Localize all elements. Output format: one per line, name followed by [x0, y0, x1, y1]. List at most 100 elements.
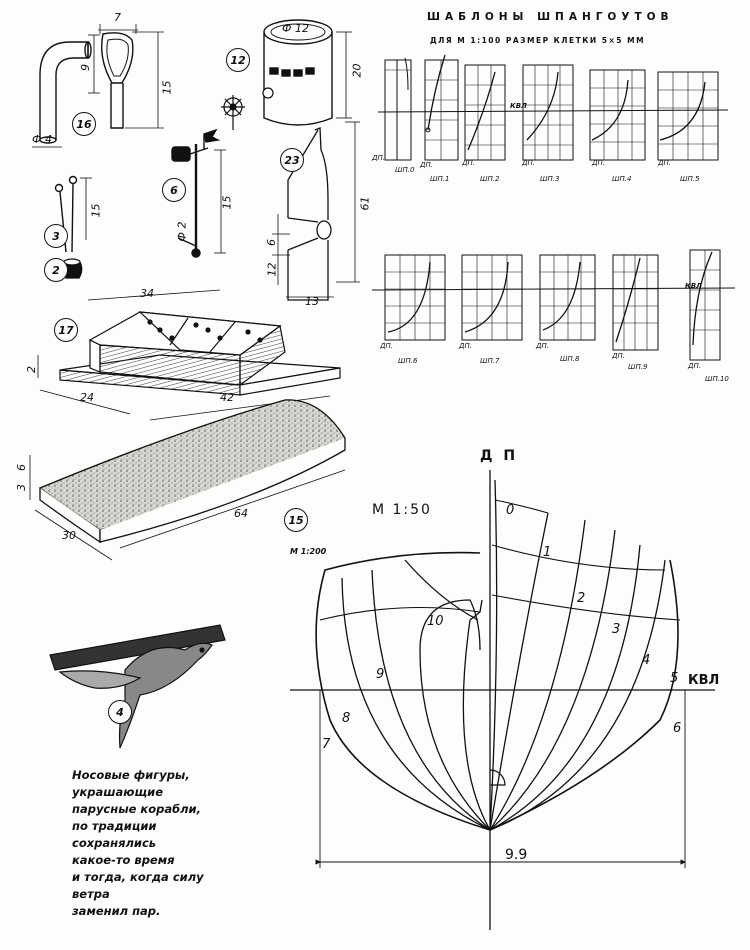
dp-label: ДП. [658, 159, 671, 167]
frame-label-1: ШП.1 [430, 175, 450, 183]
station-7: 7 [322, 737, 331, 752]
dim-p6-dia: Ф 2 [175, 221, 189, 242]
part-number-6: 6 [162, 178, 186, 202]
frame-shp2 [464, 64, 506, 161]
scale-note-200: М 1:200 [290, 547, 327, 556]
part-16-elbow [32, 41, 92, 148]
station-5: 5 [670, 671, 679, 686]
dim-p12-h: 20 [350, 63, 364, 78]
caption-line: парусные корабли, [72, 802, 201, 816]
dp-label: ДП. [459, 342, 472, 350]
station-3: 3 [612, 622, 621, 637]
part-number-3: 3 [44, 224, 68, 248]
dp-label: ДП. [380, 342, 393, 350]
dim-p15-d: 30 [62, 529, 76, 542]
frame-label-3: ШП.3 [540, 175, 560, 183]
dim-p16-dia: Ф 4 [32, 133, 52, 146]
dim-p3-len: 15 [89, 203, 103, 218]
dim-p23-h2: 6 [265, 239, 278, 246]
station-8: 8 [342, 711, 351, 726]
frame-label-2: ШП.2 [480, 175, 500, 183]
part-3-levers [54, 175, 92, 253]
dim-p6-h: 15 [220, 195, 234, 210]
templates-title: ШАБЛОНЫ ШПАНГОУТОВ [427, 11, 674, 23]
body-plan-width: 9.9 [505, 847, 528, 863]
dp-label: ДП. [612, 352, 625, 360]
part-23-bracket [272, 121, 360, 301]
part-16-vent-cowl [88, 24, 164, 129]
part-12-wheel [221, 87, 274, 130]
frame-shp5 [657, 71, 719, 161]
frame-label-10: ШП.10 [705, 375, 729, 383]
body-plan-dp: Д П [480, 448, 519, 464]
templates-subtitle: ДЛЯ М 1:100 РАЗМЕР КЛЕТКИ 5×5 ММ [430, 36, 646, 45]
dim-p16-h1: 9 [79, 64, 92, 71]
frame-shp9 [612, 254, 659, 351]
part-12-drum [263, 19, 352, 126]
part-number-16: 16 [72, 112, 96, 136]
caption-line: Носовые фигуры, [72, 768, 190, 782]
part-number-15: 15 [284, 508, 308, 532]
station-6: 6 [673, 721, 682, 736]
dim-p16-h2: 15 [160, 80, 174, 95]
frame-shp0 [384, 57, 412, 161]
dp-label: ДП. [592, 159, 605, 167]
caption-line: сохранялись [72, 836, 157, 850]
dim-p17-w: 34 [140, 287, 154, 300]
kvl-label-row2: КВЛ [685, 282, 702, 290]
frame-label-4: ШП.4 [612, 175, 632, 183]
frame-label-0: ШП.0 [395, 166, 415, 174]
frame-shp4 [589, 69, 646, 161]
dp-label: ДП. [522, 159, 535, 167]
dim-p15-l: 64 [234, 507, 248, 520]
dim-p17-d: 24 [80, 391, 94, 404]
figurehead-caption: Носовые фигуры, украшающие парусные кора… [72, 767, 247, 920]
station-2: 2 [577, 591, 586, 606]
caption-line: и тогда, когда силу [72, 870, 204, 884]
frame-label-8: ШП.8 [560, 355, 580, 363]
dim-p23-h3: 12 [265, 262, 279, 277]
dim-p23-h1: 61 [358, 196, 372, 211]
part-4-figurehead [49, 624, 226, 749]
station-1: 1 [543, 545, 552, 560]
dp-label: ДП. [420, 161, 433, 169]
kvl-label-top: КВЛ [510, 102, 527, 110]
caption-line: украшающие [72, 785, 164, 799]
dp-label: ДП. [372, 154, 385, 162]
frame-shp7 [461, 254, 523, 341]
body-plan-scale: М 1:50 [372, 502, 432, 518]
dim-p15-h1: 6 [15, 464, 28, 471]
dim-p12-dia: Ф 12 [282, 22, 309, 35]
dp-label: ДП. [688, 362, 701, 370]
part-17-skylight [37, 289, 341, 421]
caption-line: по традиции [72, 819, 157, 833]
dim-p15-h2: 3 [15, 484, 28, 491]
dim-p17-h: 2 [25, 366, 38, 373]
caption-line: заменил пар. [72, 904, 161, 918]
part-15-strip [29, 399, 346, 561]
frame-shp6 [384, 254, 446, 341]
part-number-12: 12 [226, 48, 250, 72]
frame-templates [371, 54, 736, 361]
station-4: 4 [642, 653, 651, 668]
part-number-17: 17 [54, 318, 78, 342]
dp-label: ДП. [536, 342, 549, 350]
station-10: 10 [427, 614, 444, 629]
body-plan [290, 470, 715, 930]
station-0: 0 [506, 503, 515, 518]
dim-p23-w: 13 [305, 295, 319, 308]
frame-label-6: ШП.6 [398, 357, 418, 365]
part-number-4: 4 [108, 700, 132, 724]
part-number-23: 23 [280, 148, 304, 172]
part-6-mast [171, 128, 226, 258]
frame-label-9: ШП.9 [628, 363, 648, 371]
frame-shp10 [689, 249, 721, 361]
caption-line: какое-то время [72, 853, 175, 867]
frame-shp8 [539, 254, 596, 341]
frame-shp1 [424, 54, 459, 161]
dim-p17-l: 42 [220, 391, 234, 404]
dp-label: ДП. [462, 159, 475, 167]
frame-label-7: ШП.7 [480, 357, 500, 365]
